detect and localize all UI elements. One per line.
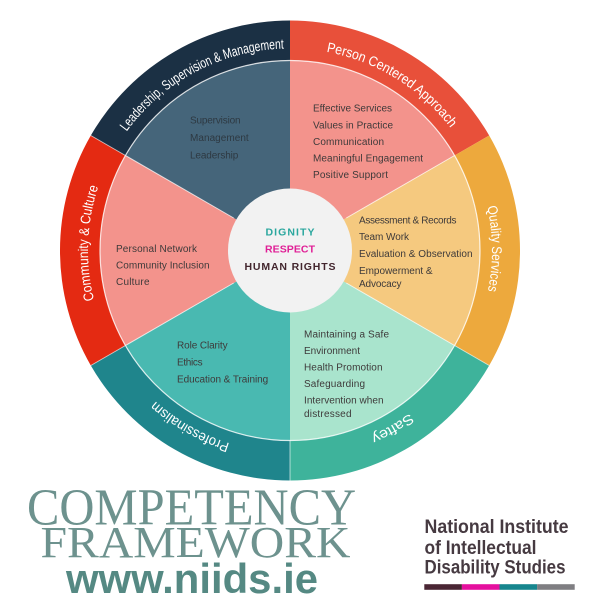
svg-text:Empowerment &: Empowerment &	[359, 266, 433, 277]
svg-text:Maintaining a Safe: Maintaining a Safe	[304, 330, 389, 341]
svg-text:Role Clarity: Role Clarity	[177, 341, 228, 352]
svg-text:DIGNITY: DIGNITY	[266, 227, 315, 239]
svg-text:Intervention when: Intervention when	[304, 396, 384, 407]
svg-text:Culture: Culture	[116, 277, 150, 288]
svg-text:of Intellectual: of Intellectual	[425, 537, 537, 559]
svg-text:RESPECT: RESPECT	[265, 244, 316, 256]
svg-text:FRAMEWORK: FRAMEWORK	[41, 518, 351, 567]
svg-text:COMPETENCY: COMPETENCY	[27, 479, 356, 536]
svg-text:Effective Services: Effective Services	[313, 104, 392, 115]
svg-text:Ethics: Ethics	[177, 358, 203, 369]
svg-text:Communication: Communication	[313, 137, 384, 148]
svg-text:Safeguarding: Safeguarding	[304, 379, 365, 390]
svg-text:Community Inclusion: Community Inclusion	[116, 261, 210, 272]
svg-text:Evaluation & Observation: Evaluation & Observation	[359, 249, 473, 260]
svg-text:Management: Management	[190, 133, 249, 144]
svg-text:www.niids.ie: www.niids.ie	[65, 555, 318, 600]
svg-text:Supervision: Supervision	[190, 116, 241, 127]
svg-text:Disability Studies: Disability Studies	[425, 557, 566, 579]
svg-text:Assessment & Records: Assessment & Records	[359, 216, 457, 227]
svg-text:Environment: Environment	[304, 346, 360, 357]
svg-text:distressed: distressed	[304, 409, 352, 420]
svg-text:Team Work: Team Work	[359, 232, 410, 243]
svg-text:National Institute: National Institute	[425, 516, 569, 538]
svg-text:Education & Training: Education & Training	[177, 375, 268, 386]
svg-text:Positive Support: Positive Support	[313, 170, 388, 181]
svg-text:Meaningful Engagement: Meaningful Engagement	[313, 154, 423, 165]
svg-text:Values in Practice: Values in Practice	[313, 120, 393, 131]
svg-text:HUMAN RIGHTS: HUMAN RIGHTS	[245, 261, 336, 273]
svg-text:Health Promotion: Health Promotion	[304, 363, 383, 374]
svg-text:Personal Network: Personal Network	[116, 244, 198, 255]
svg-text:Advocacy: Advocacy	[359, 279, 402, 290]
svg-text:Leadership: Leadership	[190, 151, 239, 162]
